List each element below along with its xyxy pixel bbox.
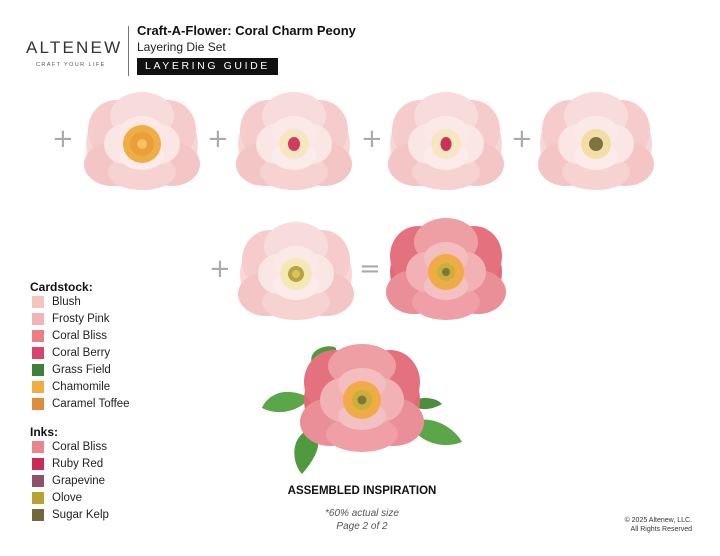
header-divider [128,26,129,76]
copyright-notice: © 2025 Altenew, LLC. All Rights Reserved [625,517,692,534]
assembled-flower-illustration [262,344,462,474]
cardstock-heading: Cardstock: [30,280,93,294]
ink-item: Sugar Kelp [32,506,109,523]
layer-step-2-flower [236,92,352,190]
rights-line: All Rights Reserved [630,525,692,533]
cardstock-label: Chamomile [52,380,111,393]
color-swatch [32,508,44,521]
cardstock-item: Coral Bliss [32,327,130,344]
cardstock-item: Frosty Pink [32,310,130,327]
page-number: Page 2 of 2 [336,521,388,532]
ink-item: Grapevine [32,472,109,489]
brand-name: ALTENEW [26,38,123,57]
cardstock-label: Frosty Pink [52,312,110,325]
ink-label: Coral Bliss [52,440,107,453]
layer-step-1-flower [84,92,200,190]
inks-list: Coral Bliss Ruby Red Grapevine Olove Sug… [32,438,109,523]
plus-operator: + [511,124,533,154]
layer-step-5-flower [238,222,354,320]
leaf [262,391,310,413]
ink-item: Olove [32,489,109,506]
copyright-line: © 2025 Altenew, LLC. [624,517,692,524]
plus-operator: + [209,254,231,284]
ink-item: Ruby Red [32,455,109,472]
color-swatch [32,312,44,325]
brand-tagline: CRAFT YOUR LIFE [36,62,106,68]
layering-guide-badge: LAYERING GUIDE [137,58,278,75]
color-swatch [32,397,44,410]
inks-heading: Inks: [30,425,59,439]
page-subtitle: Layering Die Set [137,40,226,54]
cardstock-label: Caramel Toffee [52,397,130,410]
actual-size-note: *60% actual size [325,508,399,519]
equals-operator: = [359,254,381,284]
cardstock-item: Chamomile [32,378,130,395]
color-swatch [32,474,44,487]
plus-operator: + [361,124,383,154]
color-swatch [32,363,44,376]
color-swatch [32,329,44,342]
color-swatch [32,380,44,393]
ink-label: Ruby Red [52,457,104,470]
plus-operator: + [52,124,74,154]
ink-label: Sugar Kelp [52,508,109,521]
cardstock-label: Coral Berry [52,346,111,359]
altenew-logo: ALTENEW CRAFT YOUR LIFE [22,22,122,76]
ink-label: Olove [52,491,83,504]
cardstock-label: Coral Bliss [52,329,107,342]
assembled-inspiration-caption: ASSEMBLED INSPIRATION [287,485,437,497]
cardstock-list: Blush Frosty Pink Coral Bliss Coral Berr… [32,293,130,412]
plus-operator: + [207,124,229,154]
cardstock-label: Grass Field [52,363,111,376]
color-swatch [32,346,44,359]
cardstock-label: Blush [52,295,81,308]
layer-step-4-flower [538,92,654,190]
cardstock-item: Blush [32,293,130,310]
cardstock-item: Grass Field [32,361,130,378]
layer-step-3-flower [388,92,504,190]
color-swatch [32,440,44,453]
ink-label: Grapevine [52,474,106,487]
cardstock-item: Coral Berry [32,344,130,361]
ink-item: Coral Bliss [32,438,109,455]
cardstock-item: Caramel Toffee [32,395,130,412]
color-swatch [32,295,44,308]
color-swatch [32,457,44,470]
color-swatch [32,491,44,504]
layered-result-flower [386,218,506,320]
page-title: Craft-A-Flower: Coral Charm Peony [137,23,356,38]
